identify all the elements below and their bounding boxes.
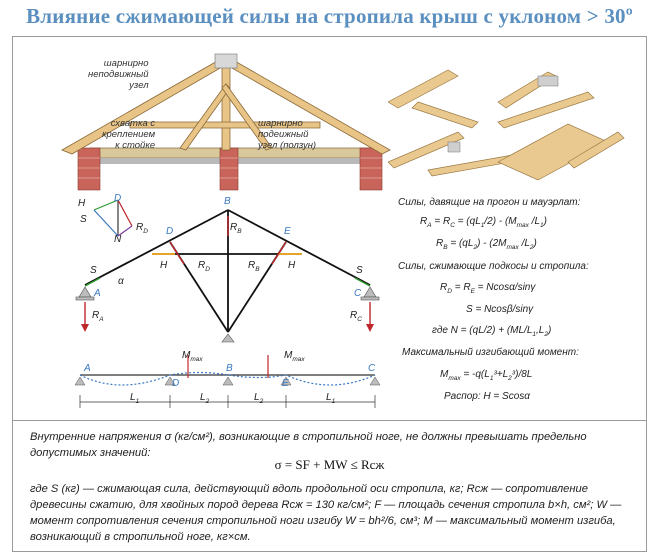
label-s-triangle: S	[80, 214, 87, 225]
label-n-triangle: N	[114, 234, 122, 245]
note-hinged-fixed-l1: шарнирно	[103, 58, 149, 69]
label-beam-e: E	[282, 378, 289, 389]
formula-mmax: Mmax = -q(L1³+L2³)/8L	[440, 369, 533, 382]
label-beam-c: C	[368, 363, 376, 374]
label-beam-d: D	[172, 378, 180, 389]
formula-s: S = Ncosβ/sinγ	[466, 304, 534, 315]
note-hinged-movable-l2: подеижный	[258, 129, 309, 140]
rafter-joint-details	[388, 69, 625, 181]
note-hinged-movable-l3: узел (ползун)	[258, 140, 317, 151]
label-alpha: α	[118, 276, 124, 287]
explanation-section: Внутренние напряжения σ (кг/см²), возник…	[12, 420, 647, 552]
roof-truss-illustration	[61, 53, 391, 191]
note-clamp-l3: к стойке	[115, 140, 156, 151]
formula-n: где N = (qL/2) + (ML/L1,L2)	[432, 325, 552, 338]
explanation-legend: где S (кг) — сжимающая сила, действующий…	[30, 483, 622, 543]
formula-rb: RB = (qL2) - (2Mmax /L2)	[436, 238, 537, 251]
label-c: C	[354, 288, 362, 299]
note-clamp-l2: креплением	[102, 129, 156, 140]
content-frame	[12, 36, 647, 552]
force-diagram	[74, 199, 381, 408]
label-l2-left: L2	[200, 392, 210, 405]
label-beam-b: B	[226, 363, 233, 374]
formula-rd-rb: RD = RE = Ncosα/sinγ	[440, 282, 536, 295]
label-e-truss: E	[284, 226, 291, 237]
heading-purlin-forces: Силы, давящие на прогон и мауэрлат:	[398, 197, 581, 208]
note-hinged-movable-l1: шарнирно	[258, 118, 303, 129]
label-d-triangle: D	[114, 193, 122, 204]
note-clamp-l1: схватка с	[110, 118, 156, 129]
label-a: A	[94, 288, 101, 299]
label-b-top: B	[224, 196, 231, 207]
label-l1-right: L1	[326, 392, 336, 405]
label-mmax-right: Mmax	[284, 350, 305, 363]
note-hinged-fixed-l3: узел	[129, 80, 149, 91]
formula-ra-rc: RA = RC = (qL1/2) - (Mmax /L1)	[420, 216, 547, 229]
label-ra: RA	[92, 310, 104, 323]
explanation-intro: Внутренние напряжения σ (кг/см²), возник…	[30, 431, 587, 459]
label-rc: RC	[350, 310, 362, 323]
label-h-triangle: H	[78, 198, 86, 209]
label-l2-right: L2	[254, 392, 264, 405]
heading-max-moment: Максимальный изгибающий момент:	[402, 347, 579, 358]
label-rb-top: RB	[230, 222, 242, 235]
page-title: Влияние сжимающей силы на стропила крыш …	[26, 4, 633, 28]
label-d-truss: D	[166, 226, 174, 237]
label-rb-truss: RB	[248, 260, 260, 273]
label-mmax-left: Mmax	[182, 350, 203, 363]
label-s-right: S	[356, 265, 363, 276]
label-s-left: S	[90, 265, 97, 276]
label-rd: RD	[136, 222, 148, 235]
label-h-left: H	[160, 260, 168, 271]
strength-formula: σ = SF + MW ≤ Rcж	[274, 457, 385, 472]
label-beam-a: A	[84, 363, 91, 374]
formula-thrust: Распор: H = Scosα	[444, 391, 530, 402]
heading-compressive-forces: Силы, сжимающие подкосы и стропила:	[398, 261, 589, 272]
note-hinged-fixed-l2: неподвижный	[88, 69, 149, 80]
label-l1-left: L1	[130, 392, 140, 405]
label-h-right: H	[288, 260, 296, 271]
label-rd-truss: RD	[198, 260, 210, 273]
